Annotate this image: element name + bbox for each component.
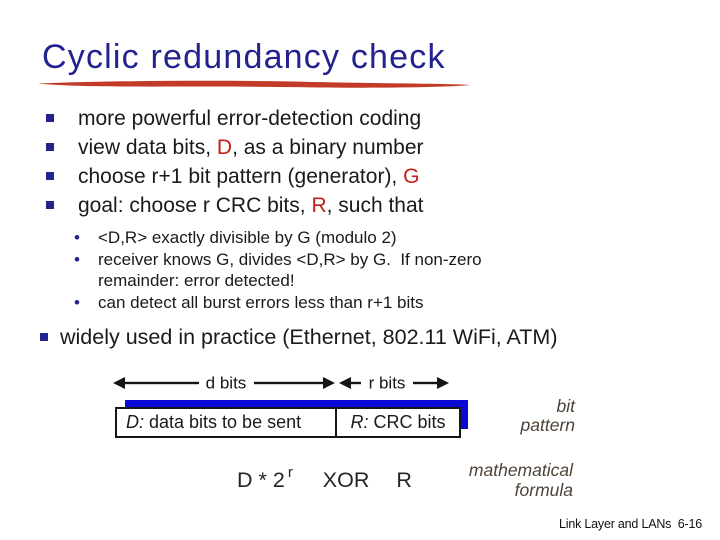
bullet-dot-icon: • xyxy=(74,249,80,269)
sub-bullet-list: • <D,R> exactly divisible by G (modulo 2… xyxy=(74,227,566,313)
crc-bits-box-prefix: R: xyxy=(350,412,369,432)
bullet-dot-icon: • xyxy=(74,228,80,247)
d-bits-double-arrow-icon xyxy=(113,377,335,389)
r-bits-label: r bits xyxy=(369,374,406,393)
crc-bits-box: R: CRC bits xyxy=(337,409,459,436)
sub-bullet-text: receiver knows G, divides <D,R> by G. If… xyxy=(98,249,487,291)
bit-span-arrows: d bits r bits xyxy=(113,374,449,393)
slide-footer: Link Layer and LANs 6-16 xyxy=(558,517,702,531)
bullet-text: choose r+1 bit pattern (generator), G xyxy=(78,165,420,188)
data-bits-box-prefix: D: xyxy=(126,412,144,432)
bullet-square-icon xyxy=(46,172,54,180)
highlight-letter: G xyxy=(403,165,420,188)
formula-operand: R xyxy=(396,468,412,493)
highlight-letter: D xyxy=(216,136,233,159)
bullet-text: view data bits, D, as a binary number xyxy=(78,136,424,159)
bullet-square-icon xyxy=(46,201,54,209)
d-bits-label: d bits xyxy=(206,374,247,393)
bit-pattern-annotation: bit pattern xyxy=(520,396,575,435)
closing-bullet-text: widely used in practice (Ethernet, 802.1… xyxy=(60,325,558,349)
data-bits-box-text: data bits to be sent xyxy=(144,412,302,432)
formula-operator: XOR xyxy=(322,468,370,493)
r-bits-double-arrow-icon xyxy=(339,377,449,389)
bullet-square-icon xyxy=(40,333,48,341)
bullet-square-icon xyxy=(46,114,54,122)
bullet-text: goal: choose r CRC bits, R, such that xyxy=(78,194,424,217)
bullet-list: more powerful error-detection coding vie… xyxy=(46,104,666,220)
highlight-letter: R xyxy=(311,194,327,217)
formula-base: D * 2 xyxy=(237,468,285,493)
bullet-item: choose r+1 bit pattern (generator), G xyxy=(46,162,666,191)
bullet-dot-icon: • xyxy=(74,292,80,312)
closing-bullet: widely used in practice (Ethernet, 802.1… xyxy=(40,322,708,352)
formula-exponent: r xyxy=(287,464,293,481)
sub-bullet-item: • can detect all burst errors less than … xyxy=(74,292,566,314)
bullet-item: goal: choose r CRC bits, R, such that xyxy=(46,191,666,220)
crc-bits-box-text: CRC bits xyxy=(368,412,446,432)
bullet-item: more powerful error-detection coding xyxy=(46,104,666,133)
mathematical-formula-annotation: mathematical formula xyxy=(468,460,573,500)
sub-bullet-text: can detect all burst errors less than r+… xyxy=(98,292,424,312)
bit-pattern-boxes: D: data bits to be sent R: CRC bits xyxy=(115,407,461,438)
bullet-item: view data bits, D, as a binary number xyxy=(46,133,666,162)
bullet-text: more powerful error-detection coding xyxy=(78,107,422,130)
sub-bullet-item: • <D,R> exactly divisible by G (modulo 2… xyxy=(74,227,566,249)
sub-bullet-item: • receiver knows G, divides <D,R> by G. … xyxy=(74,249,566,292)
title-underline-stroke xyxy=(38,80,471,88)
data-bits-box: D: data bits to be sent xyxy=(117,409,337,436)
bullet-square-icon xyxy=(46,143,54,151)
sub-bullet-text: <D,R> exactly divisible by G (modulo 2) xyxy=(98,228,397,247)
slide-title: Cyclic redundancy check xyxy=(42,38,446,76)
